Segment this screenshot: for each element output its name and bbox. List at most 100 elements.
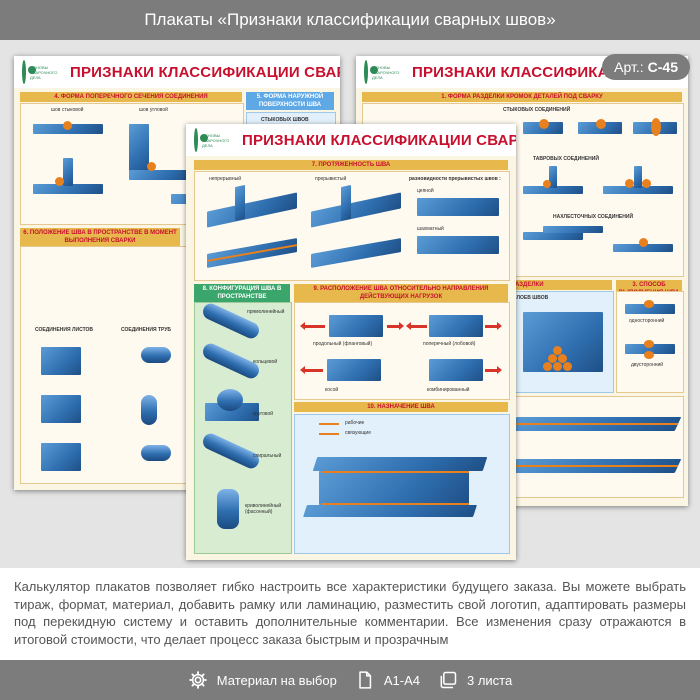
plate: [129, 170, 189, 180]
logo-icon: [194, 128, 208, 152]
poster-stage: Арт.: С-45 ОСНОВЫ СВАРОЧНОГО ДЕЛА ПРИЗНА…: [0, 40, 700, 568]
load-arrow: [300, 322, 325, 330]
poster-3: ОСНОВЫ СВАРОЧНОГО ДЕЛА ПРИЗНАКИ КЛАССИФИ…: [186, 124, 516, 560]
section-7-panel: непрерывный прерывистый разновидности пр…: [194, 171, 510, 281]
binding-label: связующие: [345, 430, 371, 436]
weld-bead: [548, 354, 557, 363]
two-side-label: двусторонний: [631, 362, 664, 368]
butt-welds-label: СТЫКОВЫХ ШВОВ: [261, 117, 309, 123]
poster-2-header: ОСНОВЫ СВАРОЧНОГО ДЕЛА ПРИЗНАКИ КЛАССИФИ…: [14, 56, 340, 88]
oblique-label: косой: [325, 387, 339, 393]
weld-bead: [543, 362, 552, 371]
feature-sheets: 3 листа: [438, 670, 512, 690]
document-icon: [359, 671, 372, 689]
section-10-panel: рабочие связующие: [294, 414, 510, 554]
plate: [129, 124, 149, 174]
weld: [55, 177, 64, 186]
plate-joints-label: СОЕДИНЕНИЯ ЛИСТОВ: [35, 327, 94, 333]
gear-icon: [188, 671, 207, 689]
feature-format-label: А1-А4: [383, 672, 420, 688]
load-arrow: [485, 322, 502, 330]
plate: [41, 395, 81, 423]
weld-bead: [553, 362, 562, 371]
beam: [311, 192, 401, 228]
section-6-heading: 6. ПОЛОЖЕНИЕ ШВА В ПРОСТРАНСТВЕ В МОМЕНТ…: [20, 228, 180, 246]
weld-bead: [553, 346, 562, 355]
plate: [329, 315, 383, 337]
ring-label: кольцевой: [253, 359, 278, 365]
feature-material: Материал на выбор: [188, 670, 337, 690]
working-label: рабочие: [345, 420, 365, 426]
section-9-heading: 9. РАСПОЛОЖЕНИЕ ШВА ОТНОСИТЕЛЬНО НАПРАВЛ…: [294, 284, 508, 302]
plate: [41, 347, 81, 375]
continuous-label: непрерывный: [209, 176, 241, 182]
article-badge: Арт.: С-45: [602, 54, 690, 80]
i-beam-top: [312, 457, 488, 471]
tee-joints-label: ТАВРОВЫХ СОЕДИНЕНИЙ: [533, 156, 599, 162]
weld-line: [321, 471, 469, 473]
weld-layers-label: СЛОЕВ ШВОВ: [513, 295, 549, 301]
plate: [41, 443, 81, 471]
weld: [625, 179, 634, 188]
pipe: [141, 347, 171, 363]
round-label: круговой: [253, 411, 274, 417]
feature-sheets-label: 3 листа: [466, 672, 513, 688]
feature-material-label: Материал на выбор: [216, 672, 337, 688]
weld-line: [513, 465, 678, 467]
description-text: Калькулятор плакатов позволяет гибко нас…: [14, 579, 686, 647]
pipe: [141, 395, 157, 425]
fillet-weld-label: шов угловой: [139, 107, 168, 113]
logo-caption: ОСНОВЫ СВАРОЧНОГО ДЕЛА: [202, 132, 230, 148]
weld-line: [321, 503, 469, 505]
article-code: С-45: [647, 59, 678, 75]
section-1-heading: 1. ФОРМА РАЗДЕЛКИ КРОМОК ДЕТАЛЕЙ ПОД СВА…: [362, 92, 682, 102]
load-arrow: [485, 366, 502, 374]
weld: [642, 179, 651, 188]
plate: [429, 315, 483, 337]
logo-icon: [22, 60, 36, 84]
butt-joints-label: СТЫКОВЫХ СОЕДИНЕНИЙ: [503, 107, 571, 113]
plate: [311, 238, 401, 268]
feature-format: А1-А4: [355, 670, 420, 690]
pipe-joints-label: СОЕДИНЕНИЯ ТРУБ: [121, 327, 172, 333]
weld-line: [513, 423, 678, 425]
chain-label: цепной: [417, 188, 434, 194]
straight-label: прямолинейный: [247, 309, 285, 315]
poster-3-header: ОСНОВЫ СВАРОЧНОГО ДЕЛА ПРИЗНАКИ КЛАССИФИ…: [186, 124, 516, 156]
working-legend-line: [319, 423, 339, 425]
spiral-label: спиральный: [253, 453, 282, 459]
logo-caption: ОСНОВЫ СВАРОЧНОГО ДЕЛА: [30, 64, 58, 80]
plate: [523, 232, 583, 240]
weld: [147, 162, 156, 171]
load-arrow: [300, 366, 323, 374]
top-bar: Плакаты «Признаки классификации сварных …: [0, 0, 700, 40]
plate: [63, 158, 73, 186]
intermittent-variety-label: разновидности прерывистых швов :: [409, 176, 501, 182]
plate: [603, 186, 673, 194]
weld: [596, 119, 606, 129]
round-pipe: [217, 389, 243, 411]
section-3-panel: односторонний двусторонний: [616, 291, 684, 393]
load-arrow: [387, 322, 404, 330]
round-base: [205, 403, 259, 421]
weld-bead: [563, 362, 572, 371]
plate: [625, 344, 675, 354]
i-beam-web: [319, 471, 469, 505]
weld: [63, 121, 72, 130]
plate: [33, 184, 103, 194]
chain-plate: [417, 198, 499, 216]
beam-rib: [341, 184, 351, 222]
plate: [327, 359, 381, 381]
plate: [625, 304, 675, 314]
curved-pipe: [217, 489, 239, 529]
staggered-plate: [417, 236, 499, 254]
weld-bead: [558, 354, 567, 363]
weld: [644, 300, 654, 308]
plate: [429, 359, 483, 381]
poster-3-title: ПРИЗНАКИ КЛАССИФИКАЦИИ СВАРНЫХ ШВОВ 3: [242, 131, 516, 149]
section-8-panel: прямолинейный кольцевой круговой спираль…: [194, 301, 292, 554]
intermittent-label: прерывистый: [315, 176, 347, 182]
logo-caption: ОСНОВЫ СВАРОЧНОГО ДЕЛА: [372, 64, 400, 80]
binding-legend-line: [319, 433, 339, 435]
weld: [644, 351, 654, 359]
